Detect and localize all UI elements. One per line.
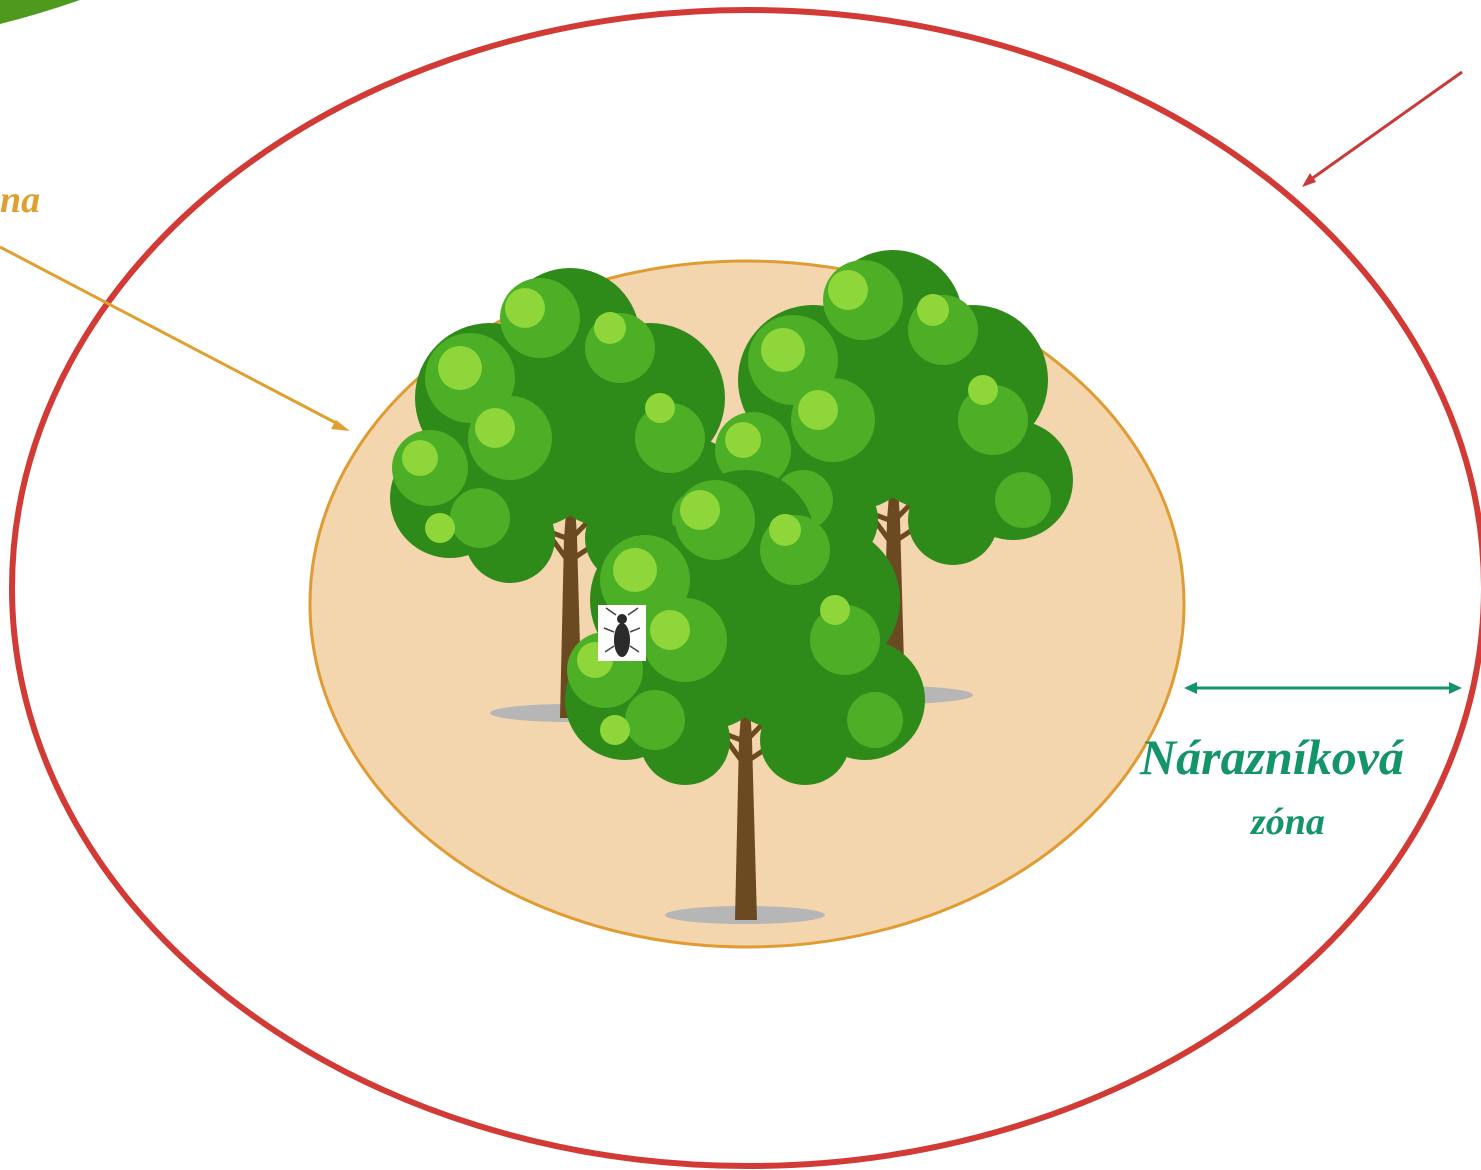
infested-zone-label: na <box>0 178 40 222</box>
demarcated-area-arrow <box>1310 72 1462 180</box>
beetle-icon <box>598 605 646 661</box>
buffer-zone-arrowhead-right <box>1449 682 1462 694</box>
leaf-decoration-icon <box>0 0 80 24</box>
demarcated-area-arrowhead <box>1302 173 1316 187</box>
buffer-zone-label-line1: Nárazníková <box>1140 728 1404 786</box>
buffer-zone-label-line2: zóna <box>1251 800 1325 844</box>
buffer-zone-arrowhead-left <box>1184 682 1197 694</box>
